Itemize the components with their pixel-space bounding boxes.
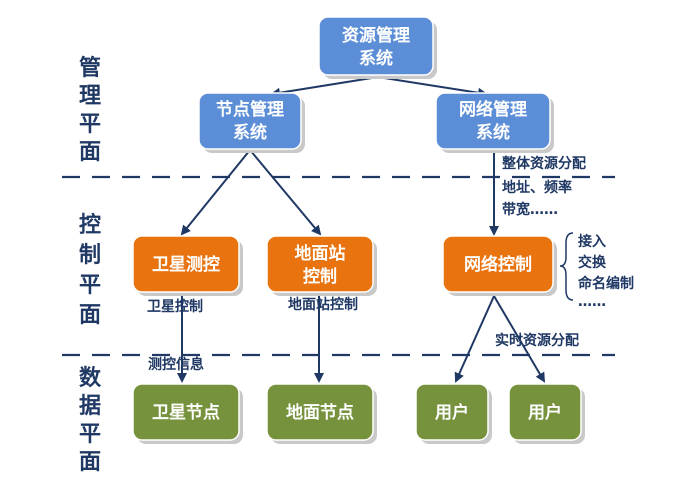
annotation-line: 接入: [578, 233, 606, 250]
plane-label-management: 管 理 平 面: [79, 55, 101, 165]
plane-label-data: 数 据 平 面: [79, 365, 102, 475]
node-label: 地面站: [295, 243, 346, 264]
node-label: 地面节点: [286, 402, 354, 423]
annotation-ground-station-control: 地面站控制: [288, 296, 358, 313]
node-user-2: 用户: [508, 383, 585, 444]
plane-label-data-char: 据: [79, 394, 101, 419]
connectors: [177, 76, 546, 383]
node-label: 用户: [528, 402, 562, 423]
arrow-network-ctrl-to-user2: [493, 295, 546, 383]
node-satellite-node: 卫星节点: [132, 383, 243, 444]
annotation-overall-allocation: 整体资源分配 地址、频率 带宽……: [501, 155, 586, 218]
plane-label-control-char: 制: [79, 243, 101, 268]
plane-label-management-char: 理: [79, 84, 101, 109]
node-network-control: 网络控制: [442, 235, 557, 296]
annotation-line: 交换: [578, 254, 607, 271]
node-label: 卫星测控: [152, 254, 220, 275]
annotation-satellite-control: 卫星控制: [147, 298, 203, 315]
arrow-resource-to-network: [377, 76, 488, 98]
arrow-node-to-satellite-tc: [180, 149, 251, 236]
plane-label-management-char: 面: [79, 140, 101, 165]
plane-label-data-char: 平: [79, 422, 101, 447]
plane-label-control-char: 控: [79, 212, 101, 238]
plane-label-management-char: 平: [79, 112, 101, 137]
annotation-line: ……: [578, 294, 606, 310]
annotation-line: 整体资源分配: [501, 155, 586, 172]
node-label: 网络控制: [464, 254, 532, 275]
node-label: 卫星节点: [152, 402, 220, 423]
node-user-1: 用户: [415, 383, 492, 444]
node-label: 资源管理: [342, 25, 410, 46]
annotation-realtime-allocation: 实时资源分配: [495, 332, 579, 349]
plane-label-data-char: 面: [79, 450, 101, 475]
annotation-line: 带宽……: [502, 201, 558, 218]
annotation-line: 命名编制: [577, 275, 634, 292]
node-ground-node: 地面节点: [266, 383, 377, 444]
node-label: 网络管理: [459, 99, 527, 120]
node-node-management: 节点管理 系统: [198, 92, 305, 153]
node-label: 用户: [435, 402, 469, 423]
arrow-network-ctrl-to-user1: [454, 295, 495, 383]
node-label: 系统: [233, 122, 267, 143]
plane-label-management-char: 管: [79, 55, 101, 81]
arrow-node-to-ground-station: [249, 149, 322, 236]
annotation-network-functions: 接入 交换 命名编制 ……: [577, 233, 634, 310]
annotation-line: 地址、频率: [502, 179, 572, 196]
node-ground-station-control: 地面站 控制: [266, 235, 377, 296]
node-satellite-tc: 卫星测控: [132, 235, 243, 296]
arrow-resource-to-node: [270, 76, 379, 98]
node-resource-management: 资源管理 系统: [318, 16, 437, 79]
node-label: 控制: [303, 266, 337, 287]
network-functions-bracket: [559, 232, 574, 301]
node-label: 系统: [359, 48, 393, 69]
plane-label-control: 控 制 平 面: [79, 212, 101, 328]
plane-label-control-char: 面: [79, 303, 101, 328]
plane-label-data-char: 数: [79, 365, 102, 391]
node-label: 系统: [476, 122, 510, 143]
plane-label-control-char: 平: [79, 273, 101, 298]
node-network-management: 网络管理 系统: [435, 92, 554, 153]
annotation-tc-info: 测控信息: [148, 356, 204, 373]
node-label: 节点管理: [216, 99, 284, 120]
